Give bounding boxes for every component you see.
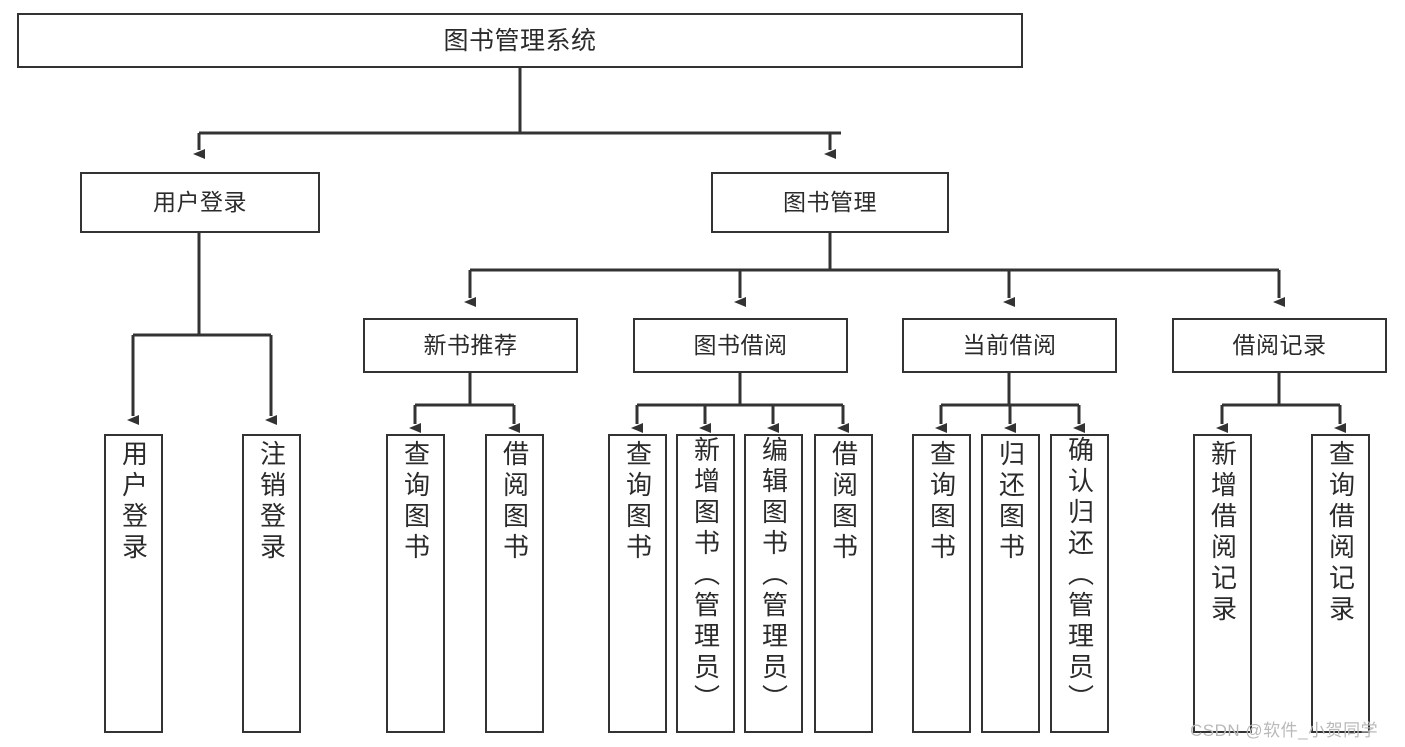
leaf-new-book-borrow[interactable]: 借阅图书 — [485, 434, 544, 733]
node-current-borrow[interactable]: 当前借阅 — [902, 318, 1117, 373]
node-root[interactable]: 图书管理系统 — [17, 13, 1023, 68]
leaf-user-login-signout-label: 注销登录 — [256, 440, 287, 564]
leaf-borrow-record-add-label: 新增借阅记录 — [1207, 440, 1238, 626]
leaf-book-borrow-borrow[interactable]: 借阅图书 — [814, 434, 873, 733]
leaf-book-borrow-add-label: 新增图书（管理员） — [690, 436, 721, 715]
leaf-borrow-record-query[interactable]: 查询借阅记录 — [1311, 434, 1370, 733]
node-user-login[interactable]: 用户登录 — [80, 172, 320, 233]
leaf-current-borrow-confirm[interactable]: 确认归还（管理员） — [1050, 434, 1109, 733]
leaf-book-borrow-query-label: 查询图书 — [622, 440, 653, 564]
leaf-book-borrow-borrow-label: 借阅图书 — [828, 440, 859, 564]
node-root-label: 图书管理系统 — [443, 26, 597, 55]
node-new-book-recommend-label: 新书推荐 — [423, 331, 518, 358]
node-borrow-record[interactable]: 借阅记录 — [1172, 318, 1387, 373]
leaf-new-book-query-label: 查询图书 — [400, 440, 431, 564]
node-borrow-record-label: 借阅记录 — [1232, 331, 1327, 358]
node-book-management[interactable]: 图书管理 — [711, 172, 949, 233]
leaf-book-borrow-query[interactable]: 查询图书 — [608, 434, 667, 733]
leaf-book-borrow-edit-label: 编辑图书（管理员） — [758, 436, 789, 715]
leaf-new-book-query[interactable]: 查询图书 — [386, 434, 445, 733]
leaf-book-borrow-edit[interactable]: 编辑图书（管理员） — [744, 434, 803, 733]
node-user-login-label: 用户登录 — [153, 188, 247, 215]
node-book-borrow[interactable]: 图书借阅 — [633, 318, 848, 373]
leaf-user-login-signout[interactable]: 注销登录 — [242, 434, 301, 733]
leaf-user-login-signin[interactable]: 用户登录 — [104, 434, 163, 733]
node-book-management-label: 图书管理 — [783, 188, 877, 215]
leaf-current-borrow-confirm-label: 确认归还（管理员） — [1064, 436, 1095, 715]
leaf-borrow-record-add[interactable]: 新增借阅记录 — [1193, 434, 1252, 733]
leaf-current-borrow-query-label: 查询图书 — [926, 440, 957, 564]
node-new-book-recommend[interactable]: 新书推荐 — [363, 318, 578, 373]
leaf-current-borrow-return-label: 归还图书 — [995, 440, 1026, 564]
leaf-book-borrow-add[interactable]: 新增图书（管理员） — [676, 434, 735, 733]
leaf-borrow-record-query-label: 查询借阅记录 — [1325, 440, 1356, 626]
node-current-borrow-label: 当前借阅 — [962, 331, 1057, 358]
leaf-current-borrow-query[interactable]: 查询图书 — [912, 434, 971, 733]
leaf-user-login-signin-label: 用户登录 — [118, 440, 149, 564]
leaf-new-book-borrow-label: 借阅图书 — [499, 440, 530, 564]
leaf-current-borrow-return[interactable]: 归还图书 — [981, 434, 1040, 733]
node-book-borrow-label: 图书借阅 — [693, 331, 788, 358]
